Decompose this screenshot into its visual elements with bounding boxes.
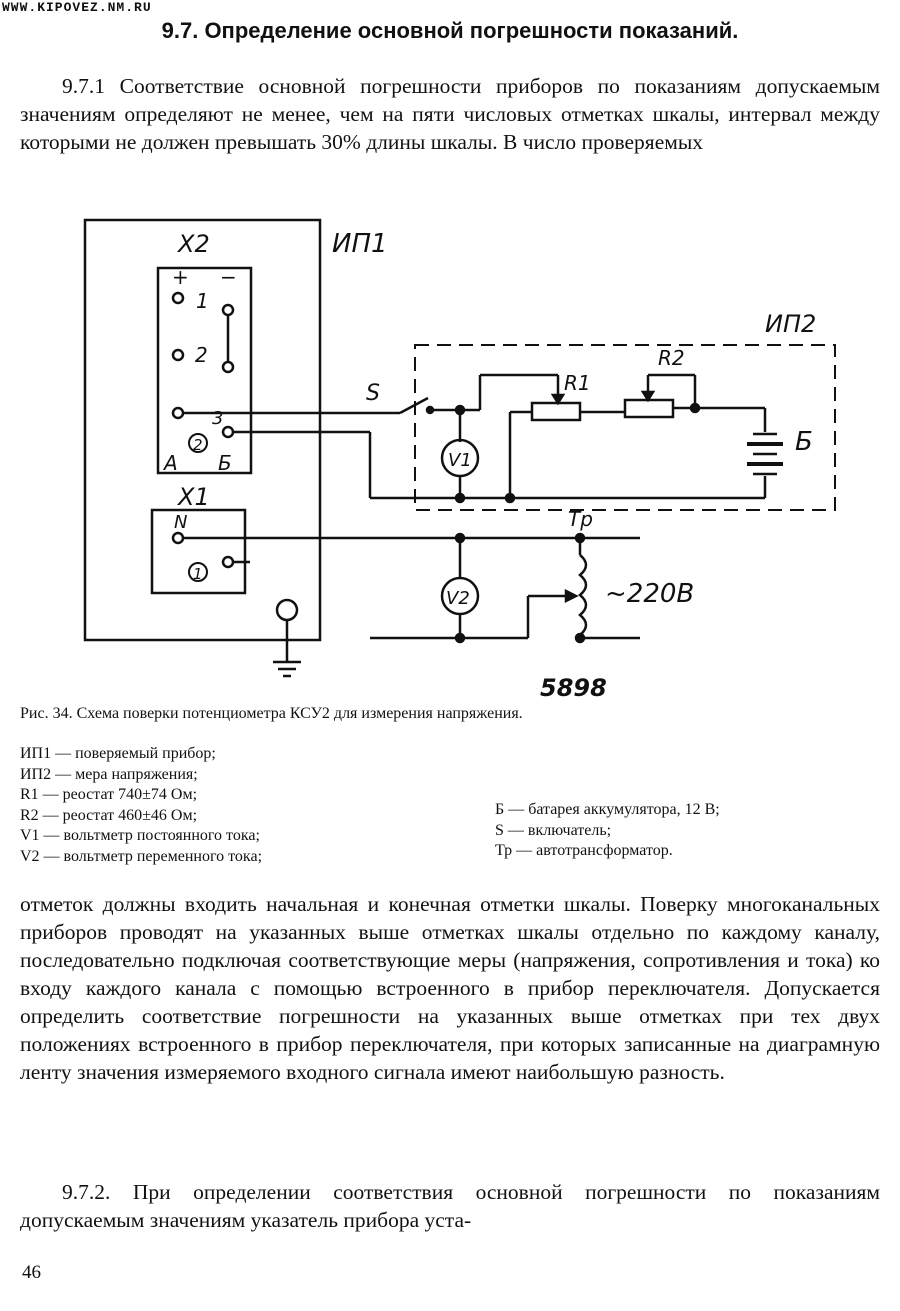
terminal-2-right: [221, 360, 235, 374]
legend-item: S — включатель;: [495, 821, 612, 839]
terminal-x1-right: [221, 555, 235, 569]
legend-left: ИП1 — поверяемый прибор; ИП2 — мера напр…: [20, 744, 262, 867]
resistor-r1: [530, 401, 582, 422]
label-ac-220: ~220В: [605, 579, 694, 609]
label-n: N: [174, 512, 187, 533]
label-figure-code: 5898: [540, 674, 607, 702]
autotransformer-tp: [578, 554, 588, 636]
label-v1: V1: [448, 450, 472, 471]
switch-s: [399, 396, 429, 415]
label-s: S: [366, 381, 380, 406]
label-x1: X1: [176, 483, 210, 511]
terminal-plus-1: [171, 291, 185, 305]
legend-item: Б — батарея аккумулятора, 12 В;: [495, 801, 720, 818]
caption-title: Рис. 34. Схема поверки потенциометра КСУ…: [20, 705, 523, 722]
label-v2: V2: [446, 588, 470, 609]
label-pin-1: 1: [196, 289, 209, 313]
ground-terminal: [275, 598, 299, 622]
legend-item: ИП2 — мера напряжения;: [20, 765, 198, 783]
circle-1-mark: [188, 562, 208, 582]
x2-connector-box: [156, 266, 253, 475]
label-r1: R1: [564, 371, 591, 395]
label-circle-1: 1: [193, 565, 203, 583]
paragraph-9-7-2: 9.7.2. При определении соответствия осно…: [20, 1180, 880, 1232]
label-battery: Б: [795, 427, 813, 457]
ip1-box: [83, 218, 322, 642]
circle-2-mark: [188, 433, 208, 453]
terminal-minus-1: [221, 303, 235, 317]
paragraph-continuation: отметок должны входить начальная и конеч…: [20, 892, 880, 1084]
page-number: 46: [22, 1262, 41, 1283]
label-circle-2: 2: [193, 436, 203, 454]
site-watermark: WWW.KIPOVEZ.NM.RU: [2, 0, 152, 15]
legend-item: V1 — вольтметр постоянного тока;: [20, 827, 260, 844]
label-plus: +: [172, 265, 189, 289]
label-b-x2: Б: [218, 451, 232, 475]
paragraph-9-7-1: 9.7.1 Соответствие основной погрешности …: [20, 74, 880, 154]
label-tp: Тр: [568, 507, 593, 531]
legend-right: Б — батарея аккумулятора, 12 В; S — вклю…: [495, 800, 720, 862]
battery-b: [747, 432, 783, 476]
terminal-3-right: [221, 425, 235, 439]
legend-item: Тр — автотрансформатор.: [495, 842, 673, 859]
section-heading: 9.7. Определение основной погрешности по…: [161, 18, 739, 43]
figure-caption: Рис. 34. Схема поверки потенциометра КСУ…: [20, 704, 880, 724]
legend-item: ИП1 — поверяемый прибор;: [20, 745, 216, 762]
circuit-diagram: ИП1 ИП2 X2 X1 + − 1 2 3 А Б 2 N 1 S R1 R…: [83, 218, 836, 702]
legend-item: V2 — вольтметр переменного тока;: [20, 847, 263, 865]
label-ip2: ИП2: [765, 310, 816, 338]
label-r2: R2: [658, 346, 685, 370]
label-pin-3: 3: [212, 408, 223, 429]
x1-connector-box: [150, 508, 247, 595]
terminal-n: [171, 531, 185, 545]
resistor-r2: [623, 398, 675, 419]
label-a: А: [162, 451, 178, 475]
label-ip1: ИП1: [332, 229, 388, 259]
label-x2: X2: [176, 230, 210, 258]
label-minus: −: [220, 265, 237, 289]
terminal-2-left: [171, 348, 185, 362]
label-pin-2: 2: [195, 343, 208, 367]
legend-item: R2 — реостат 460±46 Ом;: [20, 806, 198, 824]
ip2-dashed-box: [414, 344, 836, 511]
legend-item: R1 — реостат 740±74 Ом;: [20, 786, 198, 803]
terminal-3-left: [171, 406, 185, 420]
